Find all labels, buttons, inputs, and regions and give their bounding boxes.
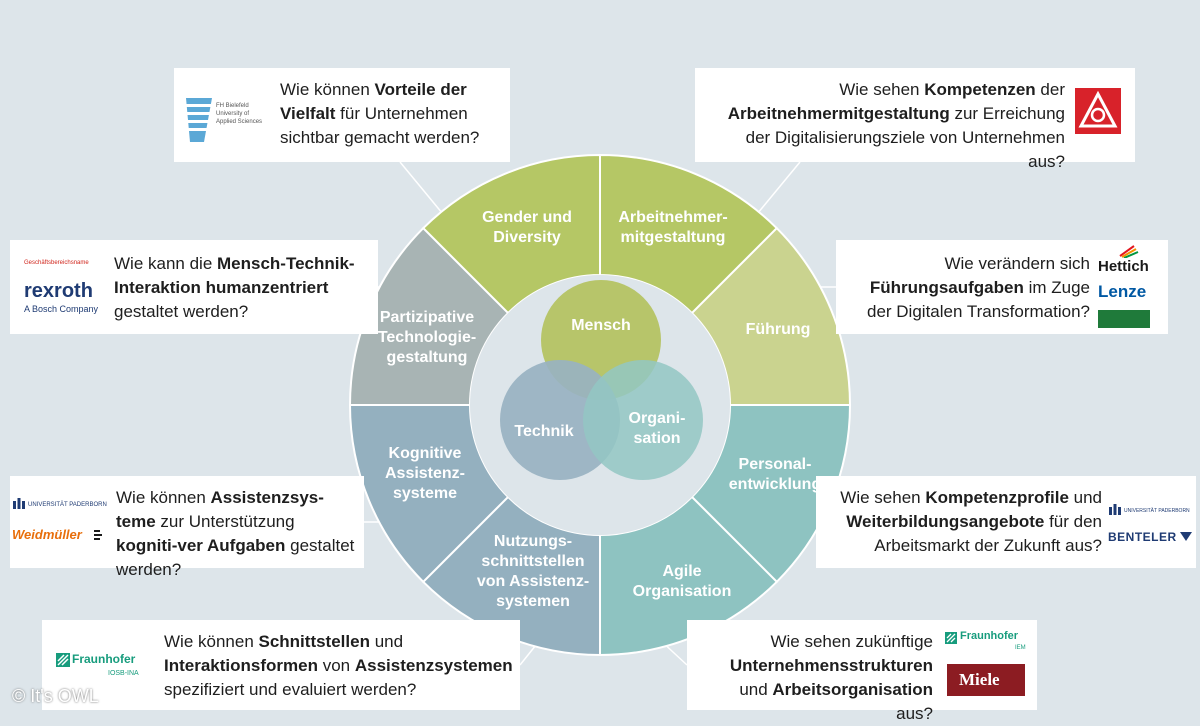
fh-bielefeld-line1: FH Bielefeld: [216, 103, 249, 109]
fraunhofer-sub: IOSB-INA: [108, 670, 139, 677]
fraunhofer-name: Fraunhofer: [72, 652, 136, 666]
miele-name: Miele: [959, 670, 1000, 689]
fraunhofer-icon: [945, 632, 957, 644]
fraunhofer-iosb-logo: Fraunhofer IOSB-INA: [52, 652, 152, 686]
segment-label-4: Personal-entwicklung: [729, 456, 821, 493]
uni-paderborn-icon: [13, 498, 25, 509]
fh-bielefeld-logo: FH Bielefeld University of Applied Scien…: [182, 84, 268, 144]
segment-label-3: Führung: [746, 321, 811, 338]
rexroth-name: rexroth: [24, 280, 93, 302]
fh-bielefeld-icon: [186, 98, 212, 142]
weidmueller-icon: [94, 530, 102, 540]
venn-circle-technik: [500, 360, 620, 480]
question-text: Wie sehen zukünftige Unternehmensstruktu…: [729, 632, 933, 723]
lenze-logo: Lenze: [1098, 282, 1147, 301]
hettich-name: Hettich: [1098, 258, 1149, 275]
fraunhofer-iem-logo: Fraunhofer IEM: [945, 630, 1035, 660]
question-text: Wie sehen Kompetenzen der Arbeitnehmermi…: [727, 80, 1065, 171]
ig-metall-icon: [1078, 90, 1118, 128]
question-box-vielfalt: FH Bielefeld University of Applied Scien…: [174, 68, 510, 162]
segment-label-2: Arbeitnehmer-mitgestaltung: [618, 209, 727, 246]
miele-logo: Miele: [947, 664, 1025, 696]
uni-paderborn-text: UNIVERSITÄT PADERBORN: [28, 502, 107, 508]
weidmueller-logo: Weidmüller: [10, 526, 110, 546]
rexroth-small-text: Geschäftsbereichsname: [24, 260, 89, 266]
question-box-agile-organisation: Wie sehen zukünftige Unternehmensstruktu…: [687, 620, 1037, 723]
question-text: Wie können Vorteile der Vielfalt für Unt…: [280, 80, 480, 147]
fraunhofer-sub: IEM: [1015, 645, 1026, 651]
rexroth-sub: A Bosch Company: [24, 304, 99, 314]
green-company-logo: [1098, 310, 1150, 328]
question-box-personalentwicklung: Wie sehen Kompetenzprofile und Weiterbil…: [816, 476, 1196, 568]
fh-bielefeld-line2: University of: [216, 111, 250, 117]
question-text: Wie können Schnittstellen und Interaktio…: [164, 632, 513, 699]
venn-label-organisation: Organi-sation: [629, 410, 686, 447]
uni-paderborn-icon: [1109, 504, 1121, 515]
question-box-mensch-technik: Geschäftsbereichsname rexroth A Bosch Co…: [10, 240, 378, 334]
uni-paderborn-logo-left: UNIVERSITÄT PADERBORN: [10, 494, 107, 514]
question-text: Wie sehen Kompetenzprofile und Weiterbil…: [840, 488, 1102, 555]
venn-circle-organisation: [583, 360, 703, 480]
question-box-arbeitnehmermitgestaltung: Wie sehen Kompetenzen der Arbeitnehmermi…: [695, 68, 1135, 171]
venn-label-technik: Technik: [514, 423, 573, 440]
ig-metall-logo: [1075, 88, 1121, 134]
rexroth-logo: Geschäftsbereichsname rexroth A Bosch Co…: [18, 258, 114, 318]
question-text: Wie können Assistenzsys-teme zur Unterst…: [116, 488, 355, 579]
benteler-icon: [1180, 532, 1192, 541]
fh-bielefeld-line3: Applied Sciences: [216, 119, 263, 125]
question-text: Wie verändern sich Führungsaufgaben im Z…: [866, 254, 1090, 321]
hettich-icon: [1119, 245, 1139, 259]
benteler-logo: BENTELER: [1108, 530, 1177, 544]
question-text: Wie kann die Mensch-Technik-Interaktion …: [114, 254, 355, 321]
venn-label-mensch: Mensch: [571, 317, 631, 334]
weidmueller-name: Weidmüller: [12, 527, 82, 542]
uni-paderborn-text: UNIVERSITÄT PADERBORN: [1124, 508, 1190, 514]
question-box-schnittstellen: Fraunhofer IOSB-INA Wie können Schnittst…: [42, 620, 520, 710]
hettich-logo: Hettich: [1096, 244, 1158, 275]
question-box-assistenzsysteme: UNIVERSITÄT PADERBORN Weidmüller Wie kön…: [10, 476, 364, 579]
question-box-fuehrung: Wie verändern sich Führungsaufgaben im Z…: [836, 240, 1168, 334]
fraunhofer-name: Fraunhofer: [960, 630, 1019, 642]
fraunhofer-icon: [56, 653, 70, 667]
copyright-label: © It's OWL: [12, 686, 99, 706]
uni-paderborn-logo-right: UNIVERSITÄT PADERBORN: [1108, 502, 1194, 520]
